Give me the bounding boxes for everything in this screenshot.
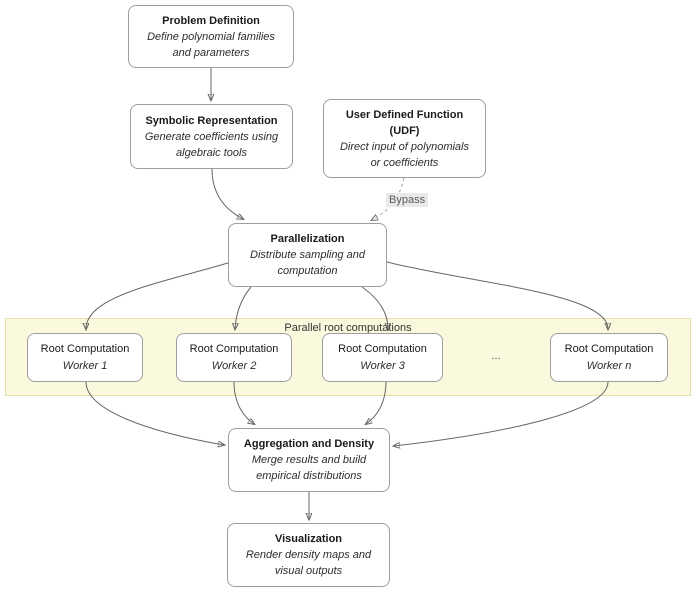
node-title: Root Computation [338, 342, 427, 355]
node-subtitle: Generate coefficients using [144, 130, 279, 143]
edge-worker1-to-aggregation [85, 381, 224, 445]
node-subtitle: computation [277, 265, 338, 277]
node-parallelization: Parallelization Distribute sampling and … [228, 223, 387, 287]
workers-ellipsis: ... [491, 350, 501, 362]
node-root-computation-worker-2: Root Computation Worker 2 [176, 333, 292, 382]
node-user-defined-function: User Defined Function (UDF) Direct input… [323, 99, 486, 178]
node-title-line2: (UDF) [389, 124, 420, 137]
node-subtitle: Render density maps and [245, 549, 372, 561]
node-subtitle: algebraic tools [176, 146, 247, 159]
node-title: Parallelization [270, 233, 345, 245]
node-subtitle: Worker 2 [211, 359, 257, 372]
node-problem-definition: Problem Definition Define polynomial fam… [128, 5, 294, 68]
node-subtitle: and parameters [172, 46, 250, 59]
node-subtitle: Distribute sampling and [250, 249, 365, 261]
node-subtitle: or coefficients [370, 156, 439, 169]
node-subtitle: Merge results and build [251, 454, 367, 466]
node-subtitle: empirical distributions [256, 470, 362, 482]
edge-workerN-to-aggregation [394, 381, 609, 446]
edge-parallelization-to-worker1 [86, 262, 229, 329]
edge-worker2-to-aggregation [233, 381, 254, 424]
node-subtitle: Worker 3 [360, 359, 405, 372]
node-subtitle: Worker n [586, 359, 632, 372]
node-root-computation-worker-1: Root Computation Worker 1 [27, 333, 143, 382]
node-subtitle: visual outputs [274, 565, 343, 577]
node-root-computation-worker-n: Root Computation Worker n [550, 333, 668, 382]
node-title: Problem Definition [162, 14, 260, 27]
edge-worker3-to-aggregation [366, 381, 387, 424]
node-symbolic-representation: Symbolic Representation Generate coeffic… [130, 104, 293, 169]
node-title: Symbolic Representation [145, 114, 278, 127]
node-aggregation-and-density: Aggregation and Density Merge results an… [228, 428, 390, 492]
edge-symbolic-to-parallelization [211, 168, 243, 219]
node-subtitle: Direct input of polynomials [339, 140, 469, 153]
node-title: Aggregation and Density [243, 438, 375, 450]
node-title: Root Computation [40, 342, 130, 355]
bypass-label: Bypass [386, 193, 429, 207]
edge-parallelization-to-worker3 [361, 286, 388, 329]
edge-parallelization-to-workerN [386, 261, 608, 329]
node-subtitle: Define polynomial families [147, 30, 275, 43]
node-visualization: Visualization Render density maps and vi… [227, 523, 390, 587]
node-title: User Defined Function [345, 108, 464, 121]
parallel-group-label: Parallel root computations [284, 322, 412, 334]
node-title: Visualization [274, 533, 343, 545]
edge-parallelization-to-worker2 [235, 286, 252, 329]
node-title: Root Computation [564, 342, 654, 355]
node-title: Root Computation [189, 342, 279, 355]
node-root-computation-worker-3: Root Computation Worker 3 [322, 333, 443, 382]
node-subtitle: Worker 1 [62, 359, 108, 372]
